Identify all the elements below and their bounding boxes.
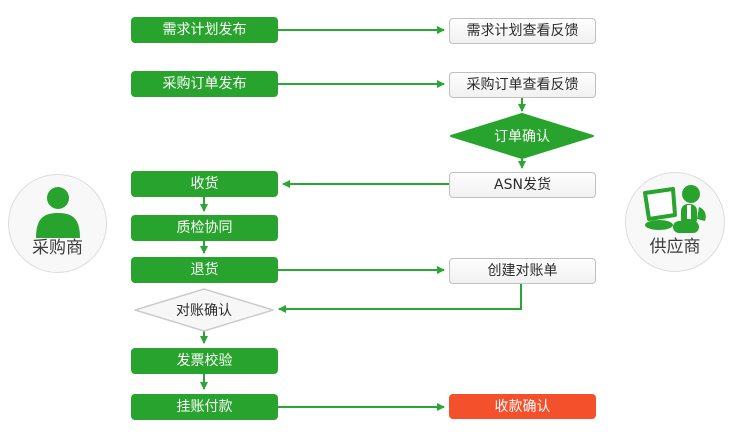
person-icon (36, 187, 80, 238)
actor-buyer: 采购商 (8, 174, 107, 273)
node-quality-check: 质检协同 (131, 215, 278, 241)
edge-statement-to-confirm (278, 283, 522, 313)
node-return-goods: 退货 (131, 257, 278, 283)
node-create-statement: 创建对账单 (449, 258, 596, 284)
actor-supplier-label: 供应商 (649, 237, 701, 257)
person-laptop-icon (643, 185, 706, 233)
node-statement-confirm-label: 对账确认 (176, 303, 232, 319)
node-statement-confirm: 对账确认 (134, 288, 274, 332)
node-receive: 收货 (131, 171, 278, 197)
node-order-confirm-label: 订单确认 (494, 129, 550, 145)
node-po-feedback: 采购订单查看反馈 (449, 72, 596, 98)
node-payment: 挂账付款 (131, 394, 278, 420)
node-order-confirm: 订单确认 (450, 113, 594, 159)
node-demand-plan-publish: 需求计划发布 (131, 17, 278, 43)
node-po-publish: 采购订单发布 (131, 71, 278, 97)
node-invoice-check: 发票校验 (131, 348, 278, 374)
node-asn-ship: ASN发货 (449, 172, 596, 198)
actor-buyer-label: 采购商 (32, 238, 83, 258)
actor-supplier: 供应商 (625, 172, 725, 272)
node-receipt-confirm: 收款确认 (449, 394, 596, 419)
node-demand-plan-feedback: 需求计划查看反馈 (449, 18, 596, 44)
